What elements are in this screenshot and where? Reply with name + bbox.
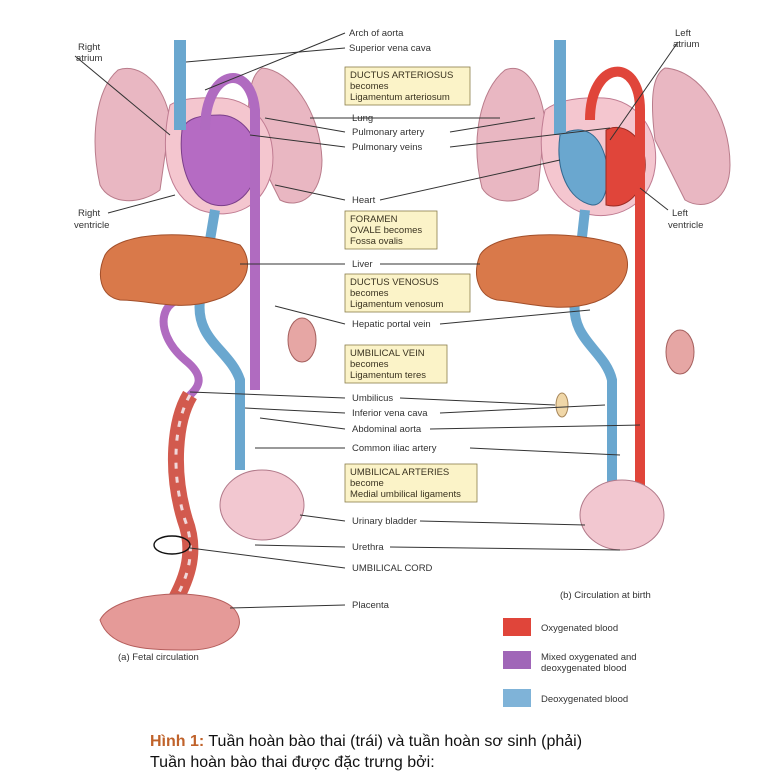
box-foramen-ovale-line-3: Fossa ovalis bbox=[350, 236, 403, 247]
birth-kidney bbox=[665, 329, 695, 375]
label-umbilical-cord: UMBILICAL CORD bbox=[352, 563, 433, 574]
label-urinary-bladder: Urinary bladder bbox=[352, 516, 417, 527]
label-pulmonary-veins: Pulmonary veins bbox=[352, 142, 422, 153]
label-inferior-vena-cava: Inferior vena cava bbox=[352, 408, 428, 419]
label-left-ventricle-1: Left bbox=[672, 208, 688, 219]
center-labels: Arch of aorta Superior vena cava Lung Pu… bbox=[349, 28, 437, 611]
legend-swatch-deoxygenated bbox=[503, 689, 531, 707]
label-abdominal-aorta: Abdominal aorta bbox=[352, 424, 422, 435]
leader-lines bbox=[74, 32, 679, 609]
box-foramen-ovale-line-1: FORAMEN bbox=[350, 214, 398, 225]
fetal-panel bbox=[94, 40, 323, 651]
box-ductus-venosus-line-2: becomes bbox=[350, 288, 389, 299]
label-right-ventricle-2: ventricle bbox=[74, 220, 109, 231]
label-lung: Lung bbox=[352, 113, 373, 124]
box-ductus-arteriosus-line-2: becomes bbox=[350, 81, 389, 92]
legend-label-deoxygenated: Deoxygenated blood bbox=[541, 694, 628, 705]
birth-umbilicus bbox=[555, 392, 569, 418]
label-right-atrium-1: Right bbox=[78, 42, 101, 53]
legend-label-oxygenated: Oxygenated blood bbox=[541, 623, 618, 634]
caption-text: Tuần hoàn bào thai (trái) và tuần hoàn s… bbox=[204, 733, 583, 750]
birth-left-lung bbox=[651, 67, 731, 205]
label-left-atrium-1: Left bbox=[675, 28, 691, 39]
caption-prefix: Hình 1: bbox=[150, 733, 205, 750]
caption-line-2: Tuần hoàn bào thai được đặc trưng bởi: bbox=[150, 754, 435, 771]
label-right-ventricle-1: Right bbox=[78, 208, 101, 219]
box-ductus-arteriosus-line-3: Ligamentum arteriosum bbox=[350, 92, 450, 103]
figure-caption: Hình 1: Tuần hoàn bào thai (trái) và tuầ… bbox=[150, 732, 750, 752]
birth-heart-right-side bbox=[558, 129, 608, 206]
box-umbilical-arteries-line-3: Medial umbilical ligaments bbox=[350, 489, 461, 500]
box-ductus-venosus-line-1: DUCTUS VENOSUS bbox=[350, 277, 439, 288]
label-left-atrium-2: atrium bbox=[673, 39, 699, 50]
box-umbilical-vein-line-1: UMBILICAL VEIN bbox=[350, 348, 425, 359]
panel-caption-fetal: (a) Fetal circulation bbox=[118, 652, 199, 663]
label-hepatic-portal-vein: Hepatic portal vein bbox=[352, 319, 431, 330]
fetal-umbilical-vein bbox=[159, 294, 203, 403]
birth-panel bbox=[476, 40, 731, 551]
fetal-placenta bbox=[99, 593, 240, 651]
box-umbilical-arteries: UMBILICAL ARTERIES become Medial umbilic… bbox=[344, 463, 478, 503]
box-umbilical-vein: UMBILICAL VEIN becomes Ligamentum teres bbox=[344, 344, 448, 384]
side-labels: Right atrium Right ventricle Left atrium… bbox=[74, 28, 703, 231]
label-left-ventricle-2: ventricle bbox=[668, 220, 703, 231]
birth-bladder bbox=[579, 479, 665, 551]
label-placenta: Placenta bbox=[352, 600, 390, 611]
label-arch-of-aorta: Arch of aorta bbox=[349, 28, 404, 39]
fetal-umbilical-cord bbox=[162, 390, 199, 614]
label-urethra: Urethra bbox=[352, 542, 384, 553]
legend-swatch-oxygenated bbox=[503, 618, 531, 636]
box-ductus-arteriosus-line-1: DUCTUS ARTERIOSUS bbox=[350, 70, 453, 81]
box-ductus-arteriosus: DUCTUS ARTERIOSUS becomes Ligamentum art… bbox=[344, 66, 471, 106]
box-ductus-venosus: DUCTUS VENOSUS becomes Ligamentum venosu… bbox=[344, 273, 471, 313]
label-superior-vena-cava: Superior vena cava bbox=[349, 43, 432, 54]
birth-liver bbox=[476, 234, 628, 308]
label-liver: Liver bbox=[352, 259, 373, 270]
fetal-aorta-arch bbox=[200, 73, 260, 390]
panel-caption-birth: (b) Circulation at birth bbox=[560, 590, 651, 601]
label-common-iliac-artery: Common iliac artery bbox=[352, 443, 437, 454]
fetal-cord-stripes bbox=[168, 394, 192, 611]
label-right-atrium-2: atrium bbox=[76, 53, 102, 64]
birth-aorta bbox=[585, 66, 645, 540]
umbilical-cord-ring bbox=[153, 535, 191, 555]
fetal-kidney bbox=[287, 317, 317, 363]
fetal-ivc bbox=[194, 209, 245, 470]
legend-swatch-mixed bbox=[503, 651, 531, 669]
box-foramen-ovale-line-2: OVALE becomes bbox=[350, 225, 422, 236]
box-umbilical-vein-line-2: becomes bbox=[350, 359, 389, 370]
birth-right-lung bbox=[476, 68, 546, 202]
label-umbilicus: Umbilicus bbox=[352, 393, 393, 404]
fetal-liver bbox=[100, 234, 248, 306]
fetal-bladder bbox=[219, 469, 305, 541]
box-umbilical-arteries-line-2: become bbox=[350, 478, 384, 489]
label-heart: Heart bbox=[352, 195, 376, 206]
legend-label-mixed-2: deoxygenated blood bbox=[541, 663, 627, 674]
legend-label-mixed-1: Mixed oxygenated and bbox=[541, 652, 637, 663]
fetal-right-lung bbox=[94, 68, 171, 202]
label-pulmonary-artery: Pulmonary artery bbox=[352, 127, 425, 138]
box-umbilical-vein-line-3: Ligamentum teres bbox=[350, 370, 426, 381]
box-foramen-ovale: FORAMEN OVALE becomes Fossa ovalis bbox=[344, 210, 438, 250]
legend: Oxygenated blood Mixed oxygenated and de… bbox=[503, 618, 637, 707]
box-umbilical-arteries-line-1: UMBILICAL ARTERIES bbox=[350, 467, 449, 478]
box-ductus-venosus-line-3: Ligamentum venosum bbox=[350, 299, 444, 310]
